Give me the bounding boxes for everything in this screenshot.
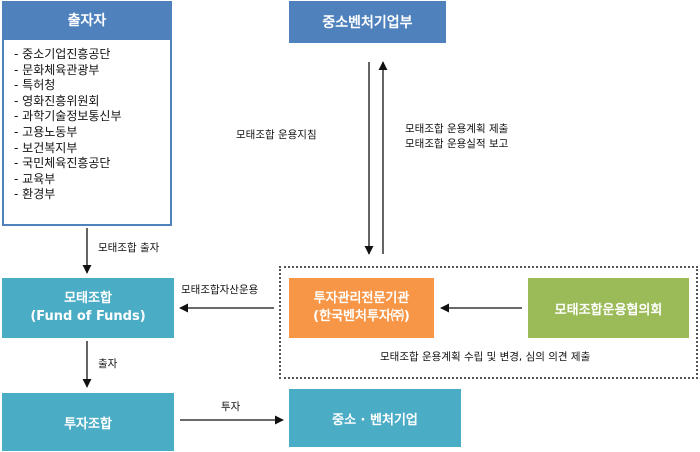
sme-label: 중소 · 벤처기업 xyxy=(332,412,418,428)
council-node: 모태조합운용협의회 xyxy=(528,278,689,338)
investor-item: - 영화진흥위원회 xyxy=(14,93,100,108)
guideline-label: 모태조합 운용지침 xyxy=(236,129,317,141)
council-role-label: 모태조합 운용계획 수립 및 변경, 심의 의견 제출 xyxy=(380,351,591,363)
contribution-label: 출자 xyxy=(98,358,118,370)
kvic-node: 투자관리전문기관 (한국벤처투자㈜) xyxy=(289,278,434,338)
vc-fund-node: 투자조합 xyxy=(2,393,174,451)
investor-item: - 교육부 xyxy=(14,171,56,186)
report-label-line1: 모태조합 운용계획 제출 xyxy=(405,123,509,135)
investor-item: - 보건복지부 xyxy=(14,140,78,155)
council-label: 모태조합운용협의회 xyxy=(554,302,663,318)
investment-label: 투자 xyxy=(221,401,241,413)
investor-item: - 환경부 xyxy=(14,187,56,202)
fof-label-line1: 모태조합 xyxy=(64,291,112,306)
vc-fund-label: 투자조합 xyxy=(64,416,112,432)
management-group xyxy=(279,266,698,379)
investor-item: - 국민체육진흥공단 xyxy=(14,156,111,171)
fof-contribution-label: 모태조합 출자 xyxy=(98,242,160,254)
investor-item: - 고용노동부 xyxy=(14,124,78,139)
investor-item: - 중소기업진흥공단 xyxy=(14,47,111,61)
kvic-label-line2: (한국벤처투자㈜) xyxy=(313,309,410,324)
fund-of-funds-node: 모태조합 (Fund of Funds) xyxy=(2,278,174,338)
asset-management-label: 모태조합자산운용 xyxy=(181,284,259,296)
report-label-line2: 모태조합 운용실적 보고 xyxy=(405,138,509,150)
investors-list: - 중소기업진흥공단 - 문화체육관광부 - 특허청 - 영화진흥위원회 - 과… xyxy=(2,38,172,226)
investors-header: 출자자 xyxy=(2,1,172,38)
investor-item: - 과학기술정보통신부 xyxy=(14,109,122,124)
smba-label: 중소벤처기업부 xyxy=(322,15,413,31)
investors-title: 출자자 xyxy=(67,12,107,29)
fof-label-line2: (Fund of Funds) xyxy=(30,309,146,324)
smba-node: 중소벤처기업부 xyxy=(289,1,446,43)
kvic-label-line1: 투자관리전문기관 xyxy=(313,291,410,306)
investor-item: - 문화체육관광부 xyxy=(14,62,100,77)
sme-node: 중소 · 벤처기업 xyxy=(289,389,461,447)
investor-item: - 특허청 xyxy=(14,78,56,93)
